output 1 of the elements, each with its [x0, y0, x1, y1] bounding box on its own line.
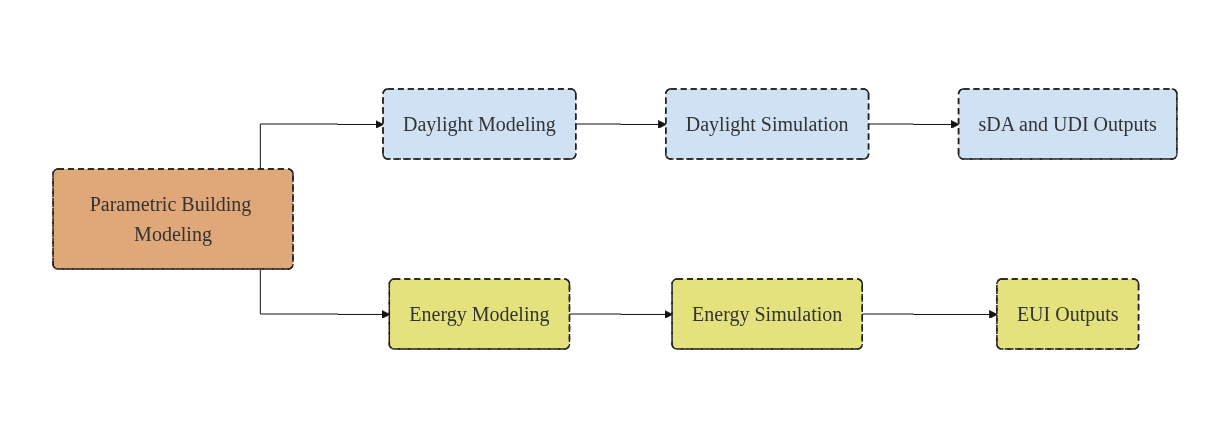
- arrow: [868, 119, 959, 129]
